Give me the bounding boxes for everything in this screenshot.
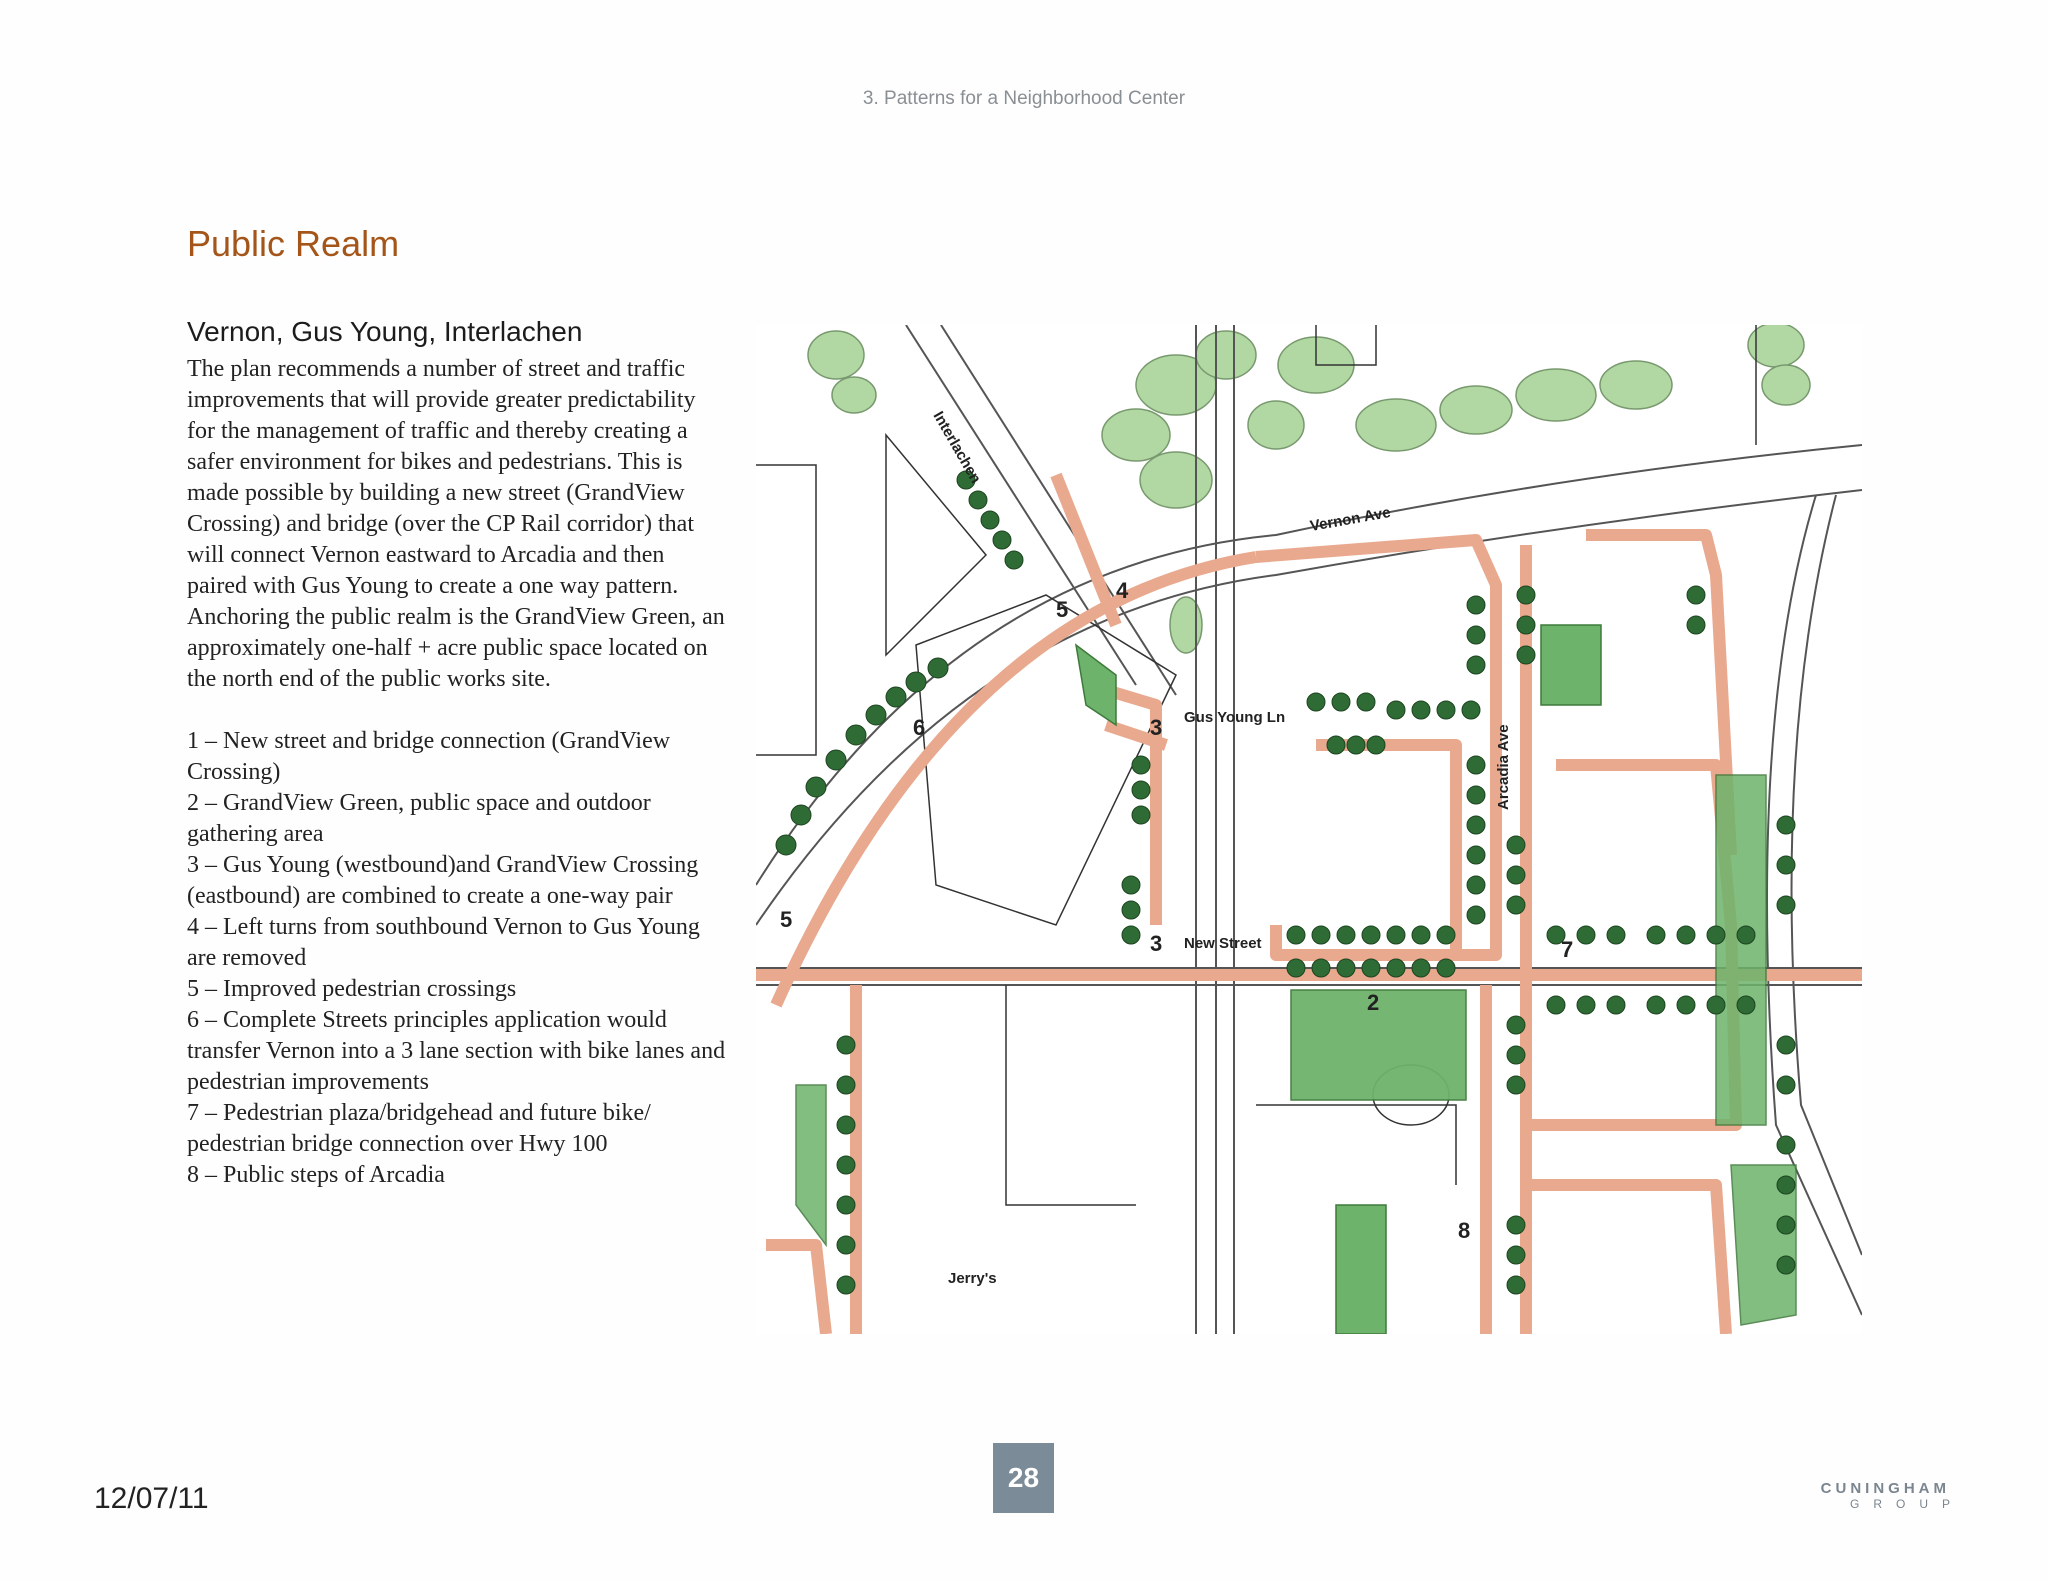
place-label-jerrys: Jerry's <box>948 1270 997 1287</box>
marker-3: 3 <box>1150 931 1162 956</box>
subheading: Vernon, Gus Young, Interlachen <box>187 316 583 347</box>
document-date: 12/07/11 <box>94 1482 209 1515</box>
text-column: Vernon, Gus Young, Interlachen The plan … <box>187 316 727 1191</box>
numbered-list: 1 – New street and bridge connection (Gr… <box>187 726 727 1191</box>
foliage-clusters <box>807 325 1811 654</box>
marker-5: 5 <box>1056 597 1068 622</box>
street-label-new-street: New Street <box>1184 935 1262 952</box>
green-lot <box>1335 1204 1387 1334</box>
sidewalks <box>756 472 1862 1334</box>
street-label-gus-young-ln: Gus Young Ln <box>1184 709 1285 726</box>
site-plan-map: Interlachen Vernon Ave Gus Young Ln New … <box>756 325 1862 1334</box>
marker-3: 3 <box>1150 715 1162 740</box>
body-paragraph: The plan recommends a number of street a… <box>187 356 725 692</box>
marker-4: 4 <box>1116 578 1129 603</box>
list-item: 7 – Pedestrian plaza/bridgehead and futu… <box>187 1100 651 1157</box>
list-item: 1 – New street and bridge connection (Gr… <box>187 728 671 785</box>
list-item: 4 – Left turns from southbound Vernon to… <box>187 914 700 971</box>
road-lines <box>756 325 1862 1334</box>
street-label-arcadia-ave: Arcadia Ave <box>1495 724 1512 810</box>
list-item: 2 – GrandView Green, public space and ou… <box>187 790 651 847</box>
marker-6: 6 <box>913 715 925 740</box>
list-item: 6 – Complete Streets principles applicat… <box>187 1007 726 1095</box>
green-spaces <box>795 624 1797 1334</box>
section-title: Public Realm <box>187 223 400 264</box>
building-outlines <box>756 325 1757 1206</box>
marker-5: 5 <box>780 907 792 932</box>
list-item: 3 – Gus Young (westbound)and GrandView C… <box>187 852 699 909</box>
marker-8: 8 <box>1458 1218 1470 1243</box>
list-item: 8 – Public steps of Arcadia <box>187 1162 445 1188</box>
logo-subwordmark: GROUP <box>1849 1497 1964 1511</box>
list-item: 5 – Improved pedestrian crossings <box>187 976 517 1002</box>
cuningham-group-logo: CUNINGHAM GROUP <box>1780 1480 1950 1511</box>
page-number: 28 <box>993 1443 1054 1513</box>
marker-2: 2 <box>1367 990 1379 1015</box>
site-plan-drawing: Interlachen Vernon Ave Gus Young Ln New … <box>756 325 1862 1334</box>
street-trees <box>775 470 1796 1295</box>
logo-wordmark: CUNINGHAM <box>1820 1480 1950 1497</box>
marker-7: 7 <box>1561 937 1573 962</box>
running-head: 3. Patterns for a Neighborhood Center <box>862 88 1186 109</box>
grandview-green <box>1290 989 1467 1101</box>
green-lot <box>1540 624 1602 706</box>
